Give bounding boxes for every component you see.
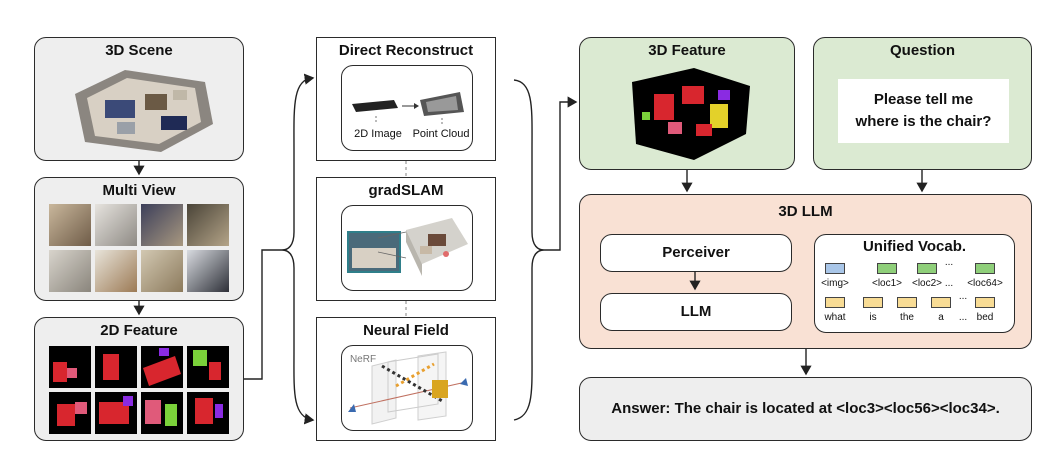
vocab-token-ellipsis-1: ... <box>944 257 954 268</box>
scene-3d-box: 3D Scene <box>34 37 244 161</box>
vocab-token-is <box>863 297 883 308</box>
question-text-line-1: Please tell me <box>873 91 974 108</box>
vocab-token-loc64 <box>975 263 995 274</box>
direct-reconstruct-panel: 2D Image Point Cloud <box>341 65 473 151</box>
feature-2d-images <box>49 346 229 434</box>
view-image-4 <box>187 204 229 246</box>
perceiver-label: Perceiver <box>662 244 730 261</box>
vocab-token-a <box>931 297 951 308</box>
right-brace <box>513 79 545 421</box>
neural-field-box: Neural Field NeRF <box>316 317 496 441</box>
llm-label: LLM <box>680 303 712 320</box>
vocab-label-a: a <box>938 312 944 323</box>
vocab-token-loc1 <box>877 263 897 274</box>
question-text-line-2: where is the chair? <box>855 113 992 130</box>
view-image-5 <box>49 250 91 292</box>
vocab-label-ellipsis-2: ... <box>958 312 968 323</box>
scene-3d-title: 3D Scene <box>105 42 173 59</box>
feature-2d-title: 2D Feature <box>100 322 178 339</box>
view-image-2 <box>95 204 137 246</box>
answer-box: Answer: The chair is located at <loc3><l… <box>579 377 1032 441</box>
gradslam-graphic <box>347 218 468 276</box>
multi-view-box: Multi View <box>34 177 244 301</box>
gradslam-panel <box>341 205 473 291</box>
vocab-label-img: <img> <box>821 278 849 289</box>
direct-label-point-cloud: Point Cloud <box>412 128 470 140</box>
neural-field-graphic <box>348 351 468 425</box>
answer-text: Answer: The chair is located at <loc3><l… <box>611 400 1000 417</box>
view-image-7 <box>141 250 183 292</box>
nerf-label: NeRF <box>349 354 377 365</box>
gradslam-box: gradSLAM <box>316 177 496 301</box>
vocab-label-loc2: <loc2> <box>911 278 943 289</box>
vocab-label-loc64: <loc64> <box>967 278 1003 289</box>
arrow-brace-bottom <box>303 413 315 425</box>
question-text-panel: Please tell me where is the chair? <box>838 79 1009 143</box>
multi-view-title: Multi View <box>102 182 176 199</box>
vocab-token-ellipsis-2: ... <box>958 291 968 302</box>
arrow-brace-to-feature3d <box>544 96 578 251</box>
vocab-label-ellipsis-1: ... <box>944 278 954 289</box>
unified-vocab-title: Unified Vocab. <box>862 238 967 255</box>
vocab-label-the: the <box>900 312 914 323</box>
gradslam-title: gradSLAM <box>368 182 444 199</box>
scene-3d-image <box>75 70 213 152</box>
vocab-token-img <box>825 263 845 274</box>
vocab-token-what <box>825 297 845 308</box>
vocab-token-bed <box>975 297 995 308</box>
direct-reconstruct-box: Direct Reconstruct 2D Image Point Cloud <box>316 37 496 161</box>
llm-3d-title: 3D LLM <box>778 203 833 220</box>
vocab-label-loc1: <loc1> <box>871 278 903 289</box>
llm-box: LLM <box>600 293 792 331</box>
feature-3d-title: 3D Feature <box>648 42 726 59</box>
view-image-8 <box>187 250 229 292</box>
vocab-token-the <box>897 297 917 308</box>
direct-reconstruct-graphic <box>352 92 464 124</box>
llm-3d-box: 3D LLM Perceiver LLM Unified Vocab. ... … <box>579 194 1032 349</box>
direct-reconstruct-title: Direct Reconstruct <box>338 42 474 59</box>
left-brace <box>281 77 313 421</box>
feature-3d-image <box>632 68 750 160</box>
view-image-6 <box>95 250 137 292</box>
view-image-1 <box>49 204 91 246</box>
arrow-feature2d-to-brace <box>244 249 282 380</box>
vocab-token-loc2 <box>917 263 937 274</box>
neural-field-title: Neural Field <box>363 322 449 339</box>
unified-vocab-box: Unified Vocab. ... <img> <loc1> <loc2> .… <box>814 234 1015 333</box>
feature-2d-box: 2D Feature <box>34 317 244 441</box>
vocab-label-is: is <box>869 312 877 323</box>
view-image-3 <box>141 204 183 246</box>
vocab-label-bed: bed <box>976 312 994 323</box>
neural-field-panel: NeRF <box>341 345 473 431</box>
arrow-brace-top <box>303 73 315 85</box>
question-title: Question <box>889 42 955 59</box>
question-box: Question Please tell me where is the cha… <box>813 37 1032 170</box>
perceiver-box: Perceiver <box>600 234 792 272</box>
feature-3d-box: 3D Feature <box>579 37 795 170</box>
direct-label-2d-image: 2D Image <box>354 128 402 140</box>
vocab-label-what: what <box>824 312 846 323</box>
